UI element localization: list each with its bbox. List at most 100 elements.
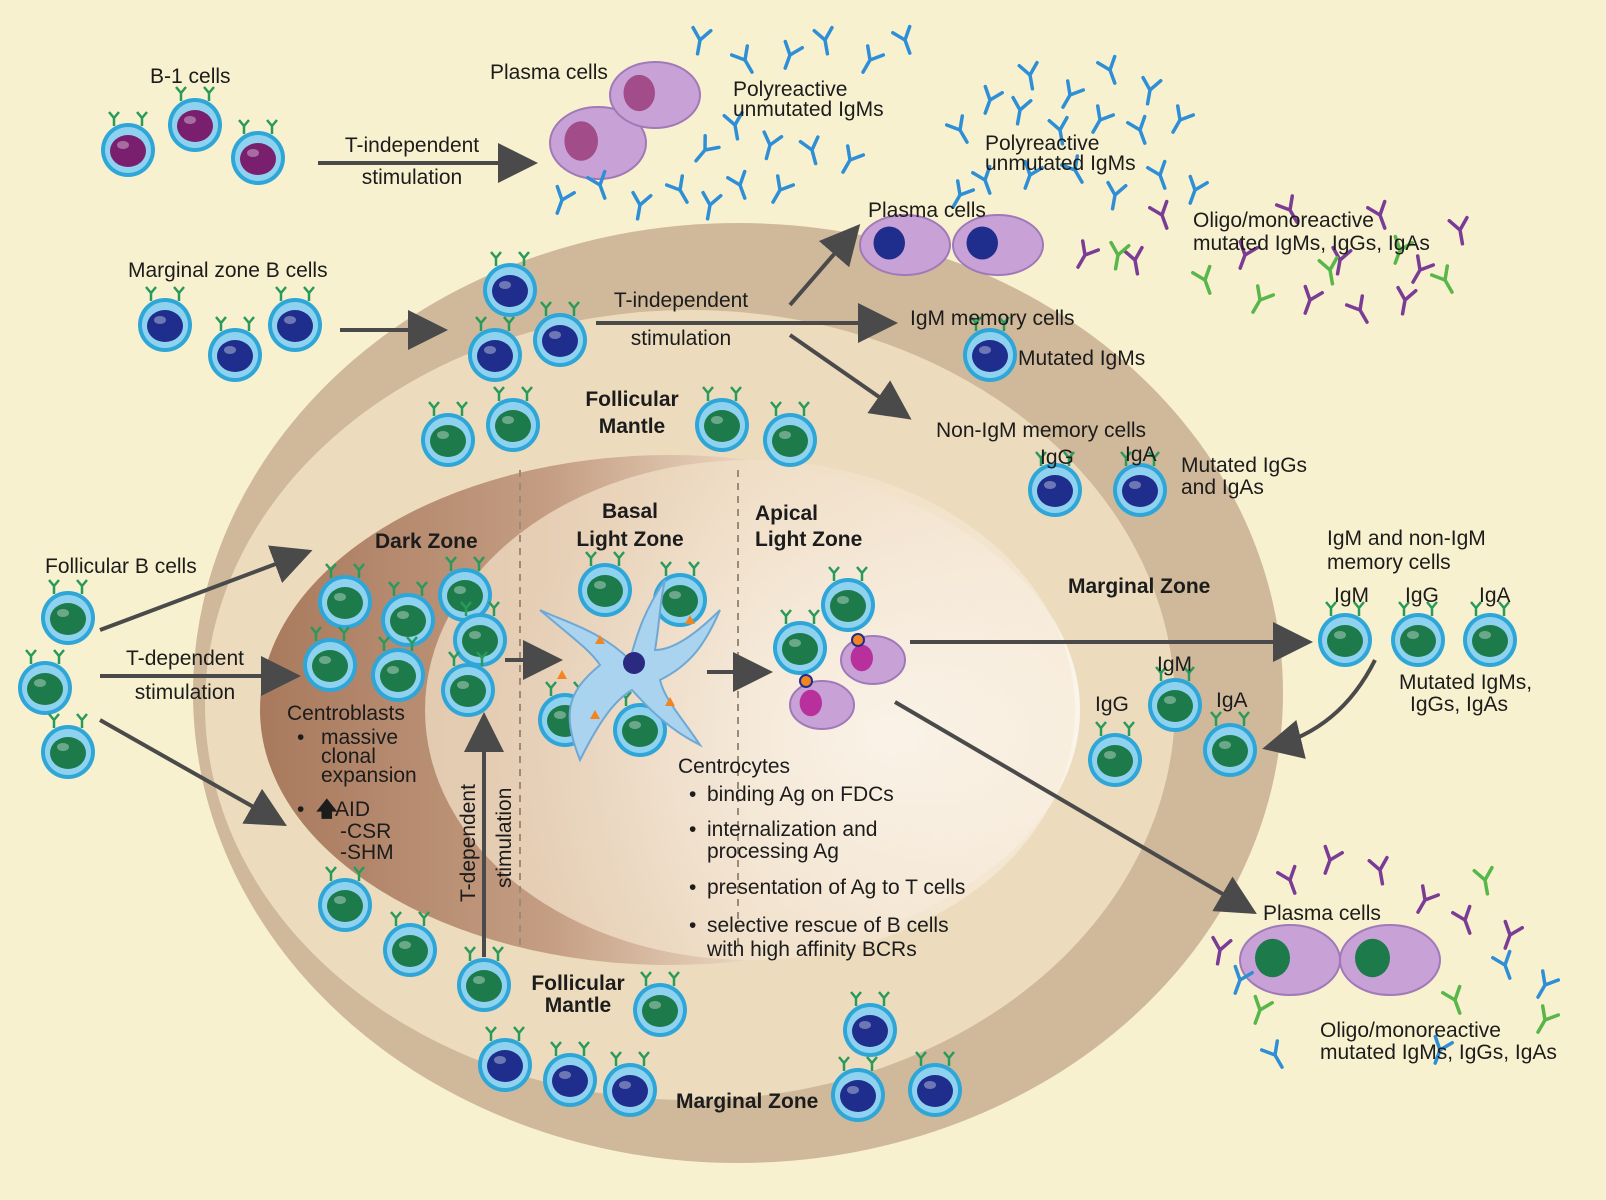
b-cell-icon bbox=[1088, 721, 1142, 787]
centrocyte-feature: internalization and bbox=[707, 818, 878, 841]
antibody-icon bbox=[722, 110, 744, 141]
follicular-mantle-label: Mantle bbox=[544, 994, 612, 1017]
b-cell-icon bbox=[318, 563, 372, 629]
b-cell-icon bbox=[138, 286, 192, 352]
antibody-icon bbox=[691, 25, 713, 56]
stimulation-vertical-label: stimulation bbox=[493, 787, 516, 888]
centrocyte-feature: with high affinity BCRs bbox=[707, 938, 917, 961]
igm-memory-label: IgM memory cells bbox=[910, 307, 1075, 330]
b-cell-icon bbox=[773, 609, 827, 675]
antibody-icon bbox=[1491, 949, 1512, 980]
centroblast-bullet: • bbox=[297, 798, 305, 821]
antibody-icon bbox=[1536, 1004, 1561, 1034]
antibody-icon bbox=[1503, 919, 1524, 950]
antibody-icon bbox=[1367, 855, 1389, 886]
antigen-icon bbox=[590, 710, 600, 719]
polyreactive-label: Polyreactive bbox=[733, 78, 848, 101]
antibody-icon bbox=[1416, 884, 1441, 914]
b-cell-icon bbox=[421, 401, 475, 467]
antibody-icon bbox=[1253, 994, 1274, 1025]
polyreactive-label: Polyreactive bbox=[985, 132, 1100, 155]
antibody-icon bbox=[1011, 95, 1033, 126]
centroblast-feature: clonal bbox=[321, 745, 376, 768]
plasma-cell-icon bbox=[952, 214, 1044, 276]
centroblast-bullet: • bbox=[297, 726, 305, 749]
apical-light-zone-label: Apical bbox=[755, 502, 819, 525]
antibody-icon bbox=[771, 174, 796, 204]
b-cell-icon bbox=[578, 551, 632, 617]
antibody-icon bbox=[798, 135, 820, 166]
plasma-cell-icon bbox=[1339, 924, 1441, 996]
centrocyte-bullet: • bbox=[689, 876, 697, 899]
antibody-icon bbox=[971, 164, 992, 195]
b-cell-icon bbox=[168, 86, 222, 152]
b-cell-icon bbox=[371, 636, 425, 702]
b-cell-icon bbox=[268, 286, 322, 352]
antibody-icon bbox=[729, 44, 754, 74]
non-igm-memory-label: Non-IgM memory cells bbox=[936, 419, 1147, 442]
antibody-icon bbox=[1411, 254, 1436, 284]
oligo-label: mutated IgMs, IgGs, IgAs bbox=[1320, 1041, 1557, 1064]
arrow bbox=[893, 700, 1257, 915]
antibody-icon bbox=[1447, 215, 1469, 246]
centrocyte-feature: selective rescue of B cells bbox=[707, 914, 949, 937]
antibody-icon bbox=[1366, 199, 1387, 230]
stimulation-label: stimulation bbox=[361, 166, 463, 189]
b-cell-icon bbox=[478, 1026, 532, 1092]
mutated-label: IgGs, IgAs bbox=[1410, 693, 1509, 716]
igm-non-igm-memory-label: IgM and non-IgM bbox=[1327, 527, 1486, 550]
stimulation-label: stimulation bbox=[134, 681, 236, 704]
marginal-zone-label: Marginal Zone bbox=[1068, 575, 1211, 598]
antibody-icon bbox=[1441, 984, 1462, 1015]
basal-light-zone-label: Light Zone bbox=[576, 528, 684, 551]
arrow bbox=[788, 333, 912, 420]
antibody-icon bbox=[983, 84, 1004, 115]
b-cell-icon bbox=[457, 946, 511, 1012]
polyreactive-label: unmutated IgMs bbox=[985, 152, 1136, 175]
b-cell-icon bbox=[383, 911, 437, 977]
antibody-icon bbox=[1331, 245, 1353, 276]
plasma-cells-label: Plasma cells bbox=[868, 199, 986, 222]
arrow bbox=[788, 223, 861, 307]
b-cell-icon bbox=[453, 601, 507, 667]
antibody-icon bbox=[1259, 1039, 1284, 1069]
antibody-icon bbox=[1171, 104, 1196, 134]
b-cell-icon bbox=[231, 119, 285, 185]
arrow bbox=[99, 718, 287, 826]
apical-light-zone-label: Light Zone bbox=[755, 528, 863, 551]
antibody-icon bbox=[1429, 264, 1454, 294]
antibody-icon bbox=[1017, 60, 1039, 91]
antibody-icon bbox=[762, 130, 784, 161]
mutated-igms-label: Mutated IgMs bbox=[1018, 347, 1146, 370]
antibody-icon bbox=[1472, 865, 1494, 896]
igg-label: IgG bbox=[1405, 584, 1439, 607]
b-cell-icon bbox=[303, 626, 357, 692]
centrocytes-label: Centrocytes bbox=[678, 755, 791, 778]
antibody-icon bbox=[555, 184, 576, 215]
plasma-cell-icon bbox=[549, 106, 647, 180]
centroblast-feature: -CSR bbox=[340, 820, 392, 843]
b-cell-icon bbox=[695, 386, 749, 452]
antibody-icon bbox=[841, 144, 866, 174]
antibody-icon bbox=[1047, 115, 1069, 146]
antigen-icon bbox=[685, 615, 695, 624]
antigen-icon bbox=[665, 697, 675, 706]
marginal-zone-b-cells-label: Marginal zone B cells bbox=[128, 259, 328, 282]
b-cell-icon bbox=[1391, 601, 1445, 667]
plasma-cells-label: Plasma cells bbox=[490, 61, 608, 84]
centrocyte-bullet: • bbox=[689, 914, 697, 937]
igm-label: IgM bbox=[1157, 653, 1193, 676]
b-cell-icon bbox=[543, 1041, 597, 1107]
oligo-label: mutated IgMs, IgGs, IgAs bbox=[1193, 232, 1430, 255]
centroblast-feature: expansion bbox=[321, 764, 417, 787]
antibody-icon bbox=[1122, 245, 1144, 276]
b-cell-icon bbox=[603, 1051, 657, 1117]
antibody-icon bbox=[783, 39, 804, 70]
mutated-label: Mutated IgMs, bbox=[1399, 671, 1533, 694]
b1-cells-label: B-1 cells bbox=[150, 65, 231, 88]
centrocyte-feature: processing Ag bbox=[707, 840, 839, 863]
b-cell-icon bbox=[101, 111, 155, 177]
antibody-icon bbox=[1451, 904, 1472, 935]
antibody-icon bbox=[664, 174, 689, 204]
centroblast-feature: AID bbox=[335, 798, 371, 821]
